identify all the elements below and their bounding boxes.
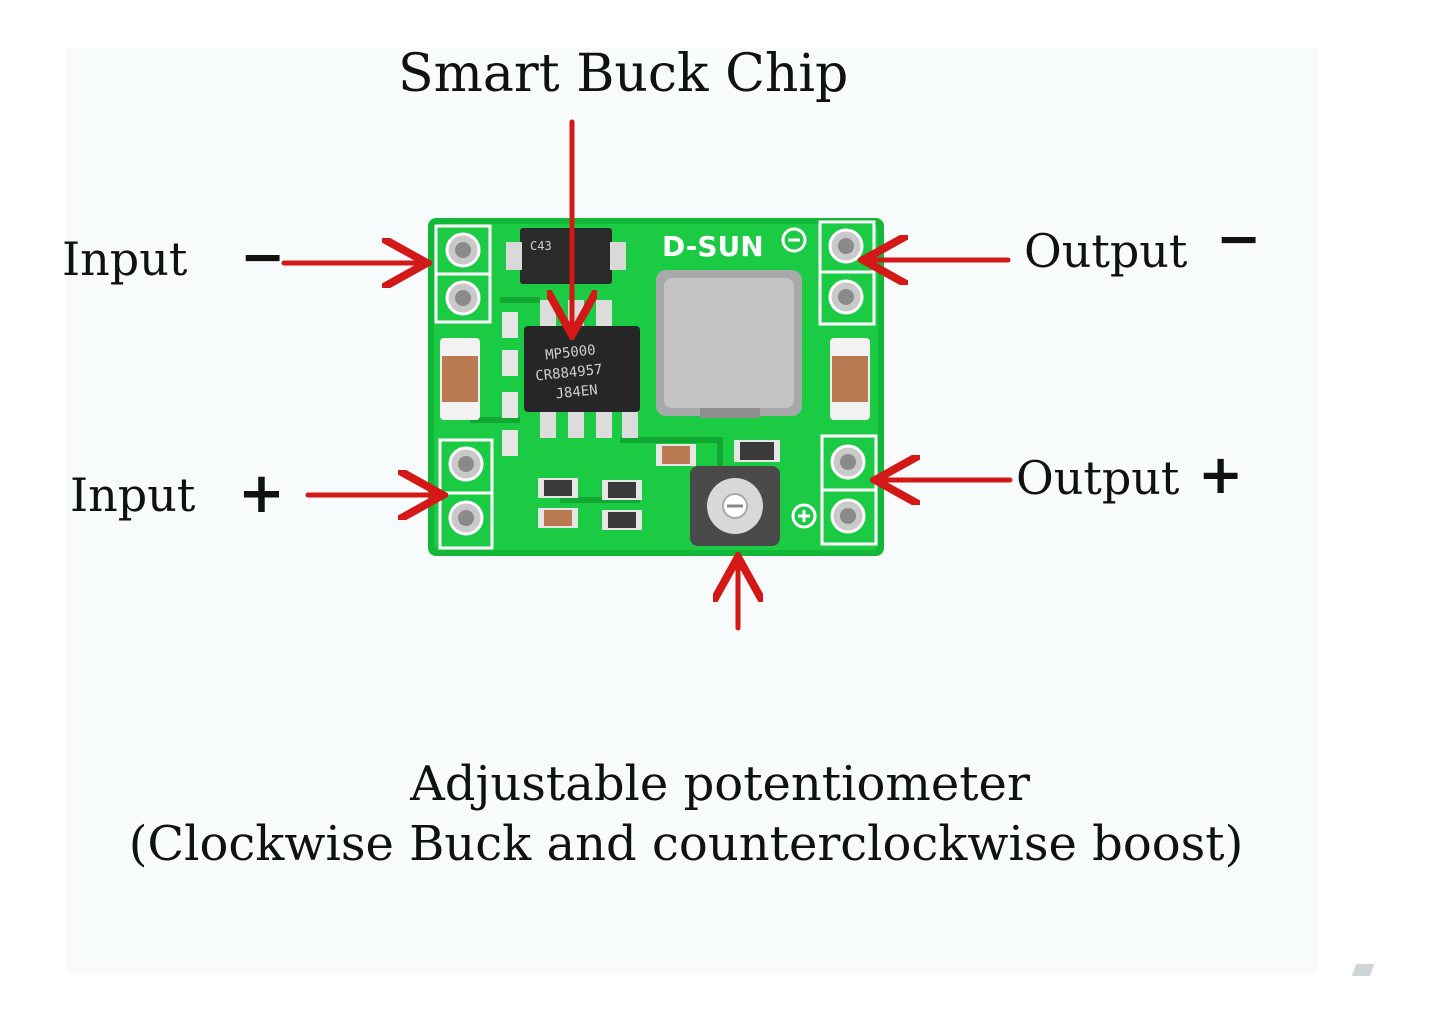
- input-neg-terminals: [434, 224, 492, 324]
- minus-symbol-silkscreen: [781, 227, 807, 253]
- pcb-board: C43 D-SUN: [428, 218, 884, 556]
- potentiometer: [690, 466, 780, 546]
- chip-marking-line2: CR884957: [535, 362, 604, 385]
- input-neg-label: Input: [62, 232, 188, 286]
- plus-symbol-silkscreen: [791, 503, 817, 529]
- output-pos-terminals: [820, 434, 878, 546]
- output-neg-label: Output: [1024, 224, 1188, 278]
- chip-marking-line1: MP5000: [545, 342, 597, 363]
- input-pos-sign: +: [238, 461, 285, 526]
- arrows: [281, 119, 1013, 631]
- schottky-diode: C43: [506, 228, 626, 284]
- input-neg-sign: −: [240, 225, 286, 288]
- chip-marking-line3: J84EN: [555, 382, 599, 402]
- input-pos-terminals: [438, 438, 494, 550]
- input-capacitor: [440, 338, 480, 420]
- brand-label: D-SUN: [662, 230, 764, 263]
- output-neg-sign: −: [1216, 207, 1262, 270]
- output-pos-label: Output: [1016, 451, 1180, 505]
- output-pos-sign: +: [1198, 443, 1244, 506]
- buck-chip: MP5000 CR884957 J84EN: [524, 300, 640, 438]
- caption-line-2: (Clockwise Buck and counterclockwise boo…: [128, 816, 1244, 872]
- output-neg-terminals: [818, 220, 876, 326]
- smd-resistors: [502, 312, 780, 530]
- input-pos-label: Input: [70, 468, 196, 522]
- diagram-title: Smart Buck Chip: [398, 44, 849, 104]
- caption-line-1: Adjustable potentiometer: [410, 756, 1030, 812]
- output-capacitor: [830, 338, 870, 420]
- inductor: [656, 270, 802, 418]
- inductor-marking: C43: [530, 239, 552, 253]
